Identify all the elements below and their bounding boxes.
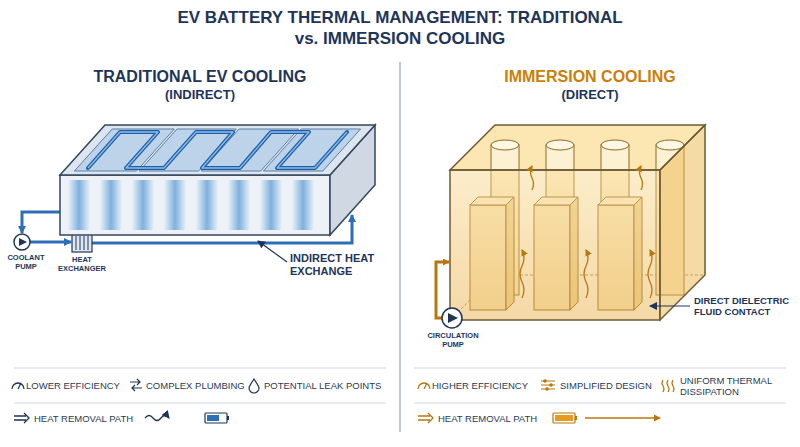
battery-icon (555, 415, 573, 421)
serpentine-cooling-tube (88, 132, 347, 168)
coolant-channel (68, 180, 90, 230)
drop-icon (249, 379, 259, 393)
coolant-channel (260, 180, 282, 230)
panel-subheading: (INDIRECT) (40, 88, 360, 103)
gauge-icon (424, 383, 427, 389)
feature-label: UNIFORM THERMAL DISSIPATION (680, 375, 786, 397)
callout-label: DIRECT DIELECTRIC FLUID CONTACT (694, 296, 795, 318)
heat-exchanger-fins (76, 236, 88, 250)
coolant-pipe (30, 241, 71, 244)
coolant-channel (292, 180, 314, 230)
heat-flow-arrow (584, 250, 588, 298)
sliders-icon (543, 379, 547, 383)
coolant-pipe (22, 212, 60, 233)
coolant-channel (100, 180, 122, 230)
legend-arrow-sample (14, 413, 29, 423)
legend-label: HEAT REMOVAL PATH (34, 413, 133, 424)
gauge-icon (18, 383, 21, 389)
separator (14, 368, 386, 369)
battery-icon (227, 416, 229, 420)
heat-waves-icon (662, 380, 674, 392)
pack-top-face (60, 125, 375, 175)
cell-top (601, 140, 629, 150)
panel-subheading: (DIRECT) (430, 88, 750, 103)
battery-icon (207, 415, 219, 421)
cell-top (656, 140, 684, 150)
part-label: HEAT EXCHANGER (55, 256, 109, 273)
pump-symbol (448, 313, 458, 323)
heat-flow-arrow (648, 250, 652, 298)
legend-arrow-sample (418, 413, 433, 423)
heat-flow-arrow (640, 166, 643, 190)
separator (414, 368, 786, 369)
tank-front-face (450, 170, 660, 320)
tank-hidden-edge (450, 125, 705, 320)
tank-rim (450, 125, 705, 170)
separator (414, 403, 786, 404)
pump-symbol (19, 238, 27, 246)
pump-symbol (14, 234, 30, 250)
heat-flow-arrow (531, 166, 534, 190)
separator (14, 403, 386, 404)
battery-icon (205, 413, 227, 423)
battery-icon (553, 413, 575, 423)
battery-icon (575, 416, 577, 420)
wavy-path-sample (145, 416, 169, 421)
coolant-channel (228, 180, 250, 230)
tank-side-face (660, 125, 705, 320)
part-label: CIRCULATION PUMP (422, 332, 484, 349)
coolant-channel (164, 180, 186, 230)
leader-line (258, 241, 287, 262)
plumbing-icon (130, 379, 142, 391)
gauge-icon (12, 383, 24, 389)
dielectric-fluid (450, 170, 660, 320)
feature-label: SIMPLIFIED DESIGN (560, 380, 652, 391)
tank-side-fluid (660, 125, 705, 320)
serpentine-highlight (88, 132, 347, 168)
legend-label: HEAT REMOVAL PATH (438, 413, 537, 424)
diagram-title: EV BATTERY THERMAL MANAGEMENT: TRADITION… (170, 7, 630, 49)
straight-path-sample (585, 417, 660, 418)
pump-symbol (442, 308, 462, 328)
sliders-icon (545, 387, 549, 391)
coolant-channel (132, 180, 154, 230)
panel-heading: TRADITIONAL EV COOLING (40, 68, 360, 86)
part-label: COOLANT PUMP (3, 254, 49, 271)
coolant-channel (196, 180, 218, 230)
cell-top (491, 140, 519, 150)
sliders-icon (549, 383, 553, 387)
panel-heading: IMMERSION COOLING (430, 68, 750, 86)
feature-label: POTENTIAL LEAK POINTS (264, 380, 381, 391)
cell-top (546, 140, 574, 150)
callout-label: INDIRECT HEAT EXCHANGE (290, 252, 385, 277)
feature-label: COMPLEX PLUMBING (146, 380, 245, 391)
panel-divider (399, 62, 400, 432)
feature-label: LOWER EFFICIENCY (26, 380, 120, 391)
heat-flow-arrow (520, 250, 524, 298)
pack-front-face (60, 175, 330, 235)
leader-line (650, 305, 690, 306)
gauge-icon (418, 383, 430, 389)
heat-exchanger-symbol (72, 234, 92, 252)
fluid-surface (450, 125, 705, 170)
feature-label: HIGHER EFFICIENCY (432, 380, 528, 391)
